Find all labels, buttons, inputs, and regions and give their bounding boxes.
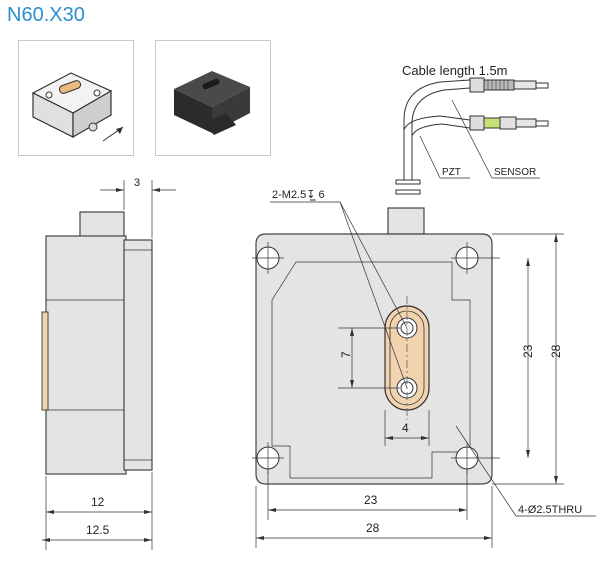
side-view <box>41 211 153 475</box>
front-dim-7 <box>338 327 400 389</box>
side-dim-outer-width: 12.5 <box>86 523 110 537</box>
front-dim-hole-pitch-v: 23 <box>521 344 535 358</box>
pzt-connector-icon <box>469 115 549 131</box>
pzt-label: PZT <box>442 167 461 178</box>
side-dim-inner-width: 12 <box>91 495 105 509</box>
stage-photo-icon <box>174 71 250 135</box>
front-dim-slot-width: 4 <box>402 421 409 435</box>
front-view <box>252 207 500 485</box>
cable-length-label: Cable length 1.5m <box>402 63 508 78</box>
stage-sketch-icon <box>31 72 124 142</box>
through-hole-leader <box>455 425 596 517</box>
front-dim-right <box>492 233 564 485</box>
cable-assembly <box>395 77 549 195</box>
side-dim-top: 3 <box>134 177 140 189</box>
front-dim-4 <box>384 410 430 446</box>
front-dim-bottom <box>255 470 493 548</box>
front-dim-width: 28 <box>366 521 380 535</box>
through-hole-callout: 4-Ø2.5THRU <box>518 504 582 516</box>
thread-callout: 2-M2.5↧̲ 6 <box>272 189 325 201</box>
page-title: N60.X30 <box>7 4 85 26</box>
front-dim-slot-pitch: 7 <box>339 351 353 358</box>
side-dim-12 <box>42 472 153 550</box>
front-dim-height: 28 <box>549 344 563 358</box>
sensor-label: SENSOR <box>494 167 536 178</box>
product-photo <box>155 40 271 156</box>
front-dim-hole-pitch-h: 23 <box>364 493 378 507</box>
side-dim-3 <box>100 180 176 238</box>
product-line-drawing <box>18 40 134 156</box>
sensor-connector-icon <box>469 77 549 93</box>
thread-callout-leader <box>270 201 408 389</box>
